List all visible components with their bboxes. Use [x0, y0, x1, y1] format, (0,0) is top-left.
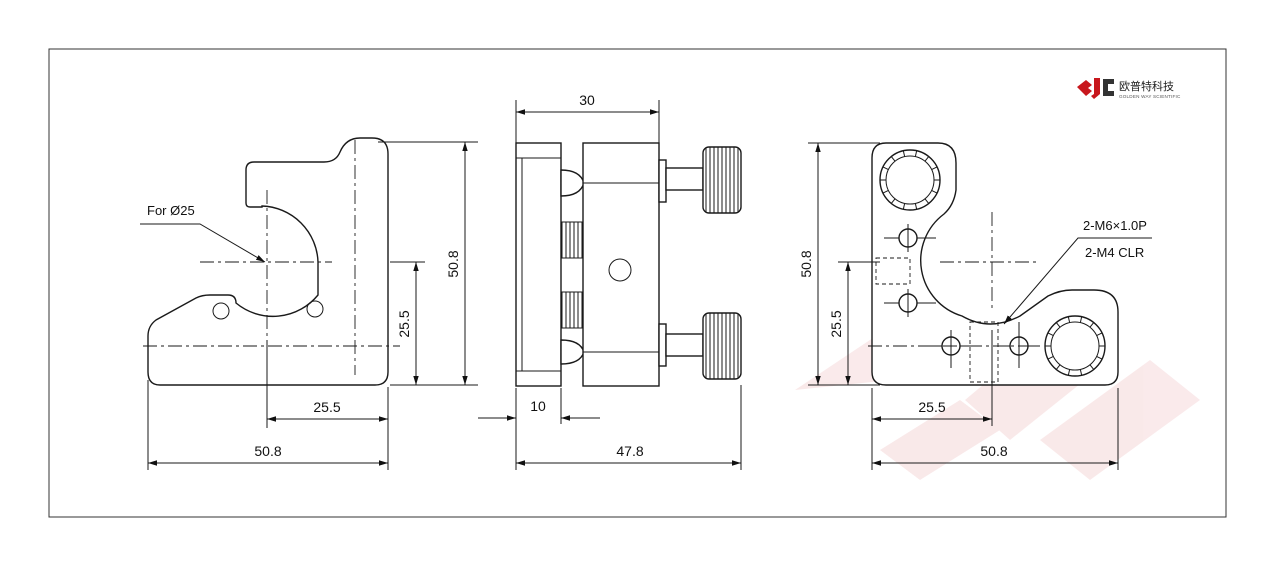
rear-view: 2-M6×1.0P 2-M4 CLR 50.8 25.5 25.5 50.8: [798, 142, 1152, 470]
spring-lower: [560, 291, 584, 329]
knurl-tooth: [1055, 322, 1061, 328]
knurl-tooth: [882, 189, 889, 194]
side-base-plate: [515, 142, 562, 387]
knurl-tooth: [914, 150, 918, 157]
rear-knurl-wheel-lower: [1044, 315, 1106, 377]
rear-screw-2: [884, 289, 936, 317]
knurl-tooth: [890, 156, 896, 162]
knurl-tooth: [931, 166, 938, 171]
knurl-tooth: [1096, 332, 1103, 337]
rear-screw-1: [884, 224, 936, 252]
rear-dim-width: 50.8: [980, 443, 1007, 459]
rear-dim-center-width: 25.5: [918, 399, 945, 415]
knurl-tooth: [1055, 364, 1061, 370]
knurl-tooth: [924, 198, 930, 204]
front-dim-center-height: 25.5: [396, 310, 412, 337]
front-callout: For Ø25: [147, 203, 195, 218]
callout-leader: [140, 223, 266, 263]
rear-knurl-wheel-upper: [879, 149, 941, 211]
knurl-tooth: [1067, 369, 1071, 376]
knurl-tooth: [902, 150, 906, 157]
side-dim-plate: 10: [530, 398, 546, 414]
spring-upper: [560, 221, 584, 259]
rear-note-leader: [1003, 237, 1152, 325]
knurl-tooth: [1079, 316, 1083, 323]
front-screw-hole-left: [212, 302, 230, 320]
knurl-tooth: [1047, 355, 1054, 360]
rear-clearance-note: 2-M4 CLR: [1085, 245, 1144, 260]
adjuster-knob-lower: [702, 312, 742, 380]
drawing-frame: [48, 48, 1227, 518]
knurl-tooth: [1089, 322, 1095, 328]
knurl-tooth: [924, 156, 930, 162]
logo-name-en: GOLDEN WAY SCIENTIFIC: [1119, 94, 1181, 99]
front-dim-width: 50.8: [254, 443, 281, 459]
front-view-body: [147, 137, 389, 386]
company-logo: 欧普特科技 GOLDEN WAY SCIENTIFIC: [1077, 78, 1181, 99]
rear-thread-note: 2-M6×1.0P: [1083, 218, 1147, 233]
knurl-tooth: [931, 189, 938, 194]
front-screw-hole-right: [306, 300, 324, 318]
adjuster-knob-upper: [702, 146, 742, 214]
knurl-tooth: [902, 203, 906, 210]
knurl-tooth: [890, 198, 896, 204]
rear-dim-height: 50.8: [798, 250, 814, 277]
side-set-screw: [608, 258, 632, 282]
knurl-tooth: [1079, 369, 1083, 376]
front-dim-center-width: 25.5: [313, 399, 340, 415]
front-view: For Ø25 50.8 25.5 25.5 50.8: [140, 137, 478, 470]
front-dim-height: 50.8: [445, 250, 461, 277]
side-mount-block: [582, 142, 660, 387]
logo-mark-icon: [1077, 80, 1092, 96]
knurl-tooth: [1067, 316, 1071, 323]
knurl-tooth: [882, 166, 889, 171]
knurl-tooth: [1096, 355, 1103, 360]
side-dim-top: 30: [579, 92, 595, 108]
knurl-tooth: [1047, 332, 1054, 337]
rear-dim-center-height: 25.5: [828, 310, 844, 337]
logo-name-cn: 欧普特科技: [1119, 79, 1174, 93]
knurl-tooth: [1089, 364, 1095, 370]
knurl-tooth: [914, 203, 918, 210]
side-view: 30 10 47.8: [478, 92, 742, 470]
side-dim-total: 47.8: [616, 443, 643, 459]
